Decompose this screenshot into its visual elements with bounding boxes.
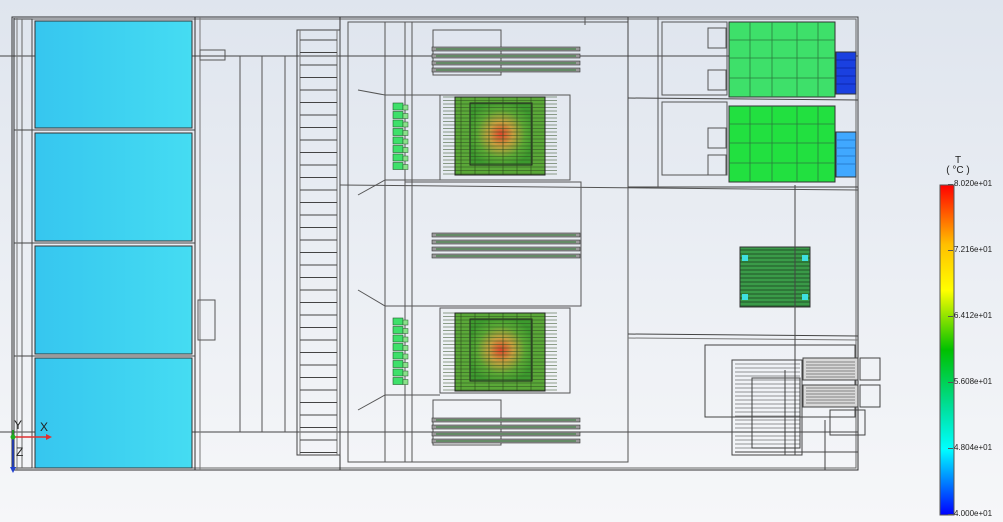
legend-tick-min: 4.000e+01 [947,509,993,518]
legend-quantity: T [954,155,962,166]
riser-hatching [735,361,855,449]
cpu-heatsink-bottom [443,312,557,392]
psu-bank [13,18,195,470]
triad-x-label: X [40,420,49,434]
legend-tick-3: 6.412e+01 [947,311,993,320]
fan-duct-ladder [296,29,341,456]
legend-tick-2: 7.216e+01 [947,245,993,254]
triad-y-label: Y [14,418,23,432]
legend-tick-max: 8.020e+01 [947,179,993,188]
legend-unit: ( °C ) [946,165,970,176]
legend-tick-5: 4.804e+01 [947,443,993,452]
riser-region [627,185,881,470]
chipset-heatsink [739,246,811,308]
mainboard-outline [339,17,859,463]
memory-dimm-banks [431,46,581,444]
rails [197,49,286,432]
vrm-column-top [392,102,409,170]
triad-z-label: Z [16,445,24,459]
legend-tick-4: 5.608e+01 [947,377,993,386]
vrm-column-bottom [392,317,409,385]
coordinate-triad [10,430,52,473]
drive-cage [627,16,859,188]
cpu-heatsink-top [443,96,557,176]
temperature-legend-bar [939,184,955,516]
